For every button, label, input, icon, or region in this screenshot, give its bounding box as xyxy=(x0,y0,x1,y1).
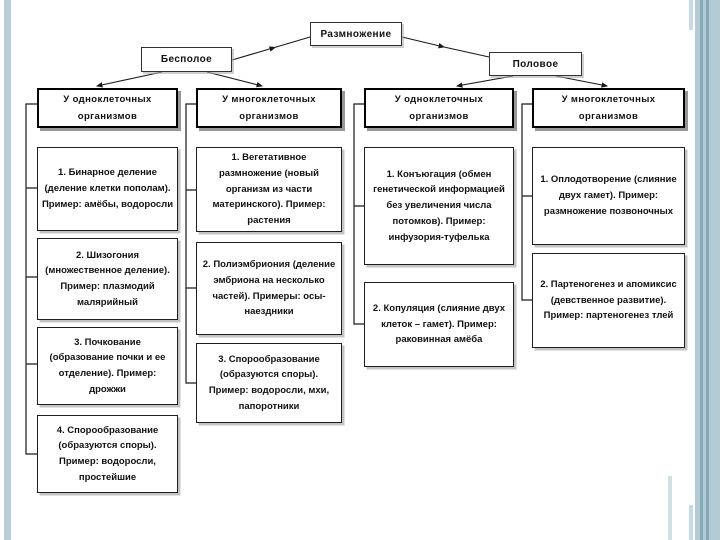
right-accent-top xyxy=(689,0,693,30)
header-sexual-multicellular: У многоклеточных организмов xyxy=(532,88,685,128)
item-vegetative: 1. Вегетативное размножение (новый орган… xyxy=(196,147,342,232)
node-asexual: Бесполое xyxy=(141,47,232,72)
left-accent-stripe xyxy=(4,0,11,540)
item-polyembryony: 2. Полиэмбриония (деление эмбриона на не… xyxy=(196,242,342,335)
item-copulation: 2. Копуляция (слияние двух клеток – гаме… xyxy=(364,282,514,367)
header-asexual-unicellular: У одноклеточных организмов xyxy=(37,88,178,128)
item-binary-fission: 1. Бинарное деление (деление клетки попо… xyxy=(37,147,178,231)
item-budding: 3. Почкование (образование почки и ее от… xyxy=(37,327,178,405)
right-accent-bottom xyxy=(689,505,693,540)
item-conjugation: 1. Конъюгация (обмен генетической информ… xyxy=(364,147,514,265)
item-parthenogenesis: 2. Партеногенез и апомиксис (девственное… xyxy=(532,253,685,348)
node-sexual: Половое xyxy=(489,52,582,76)
bottom-accent-stripe xyxy=(668,476,672,540)
header-asexual-multicellular: У многоклеточных организмов xyxy=(196,88,342,128)
node-reproduction: Размножение xyxy=(310,22,402,46)
item-schizogony: 2. Шизогония (множественное деление). Пр… xyxy=(37,238,178,320)
item-fertilization: 1. Оплодотворение (слияние двух гамет). … xyxy=(532,147,685,245)
right-accent-line xyxy=(700,0,703,540)
right-accent-line xyxy=(706,0,709,540)
item-sporulation-multicellular: 3. Спорообразование (образуются споры). … xyxy=(196,343,342,423)
item-sporulation-unicellular: 4. Спорообразование (образуются споры). … xyxy=(37,415,178,493)
header-sexual-unicellular: У одноклеточных организмов xyxy=(364,88,514,128)
